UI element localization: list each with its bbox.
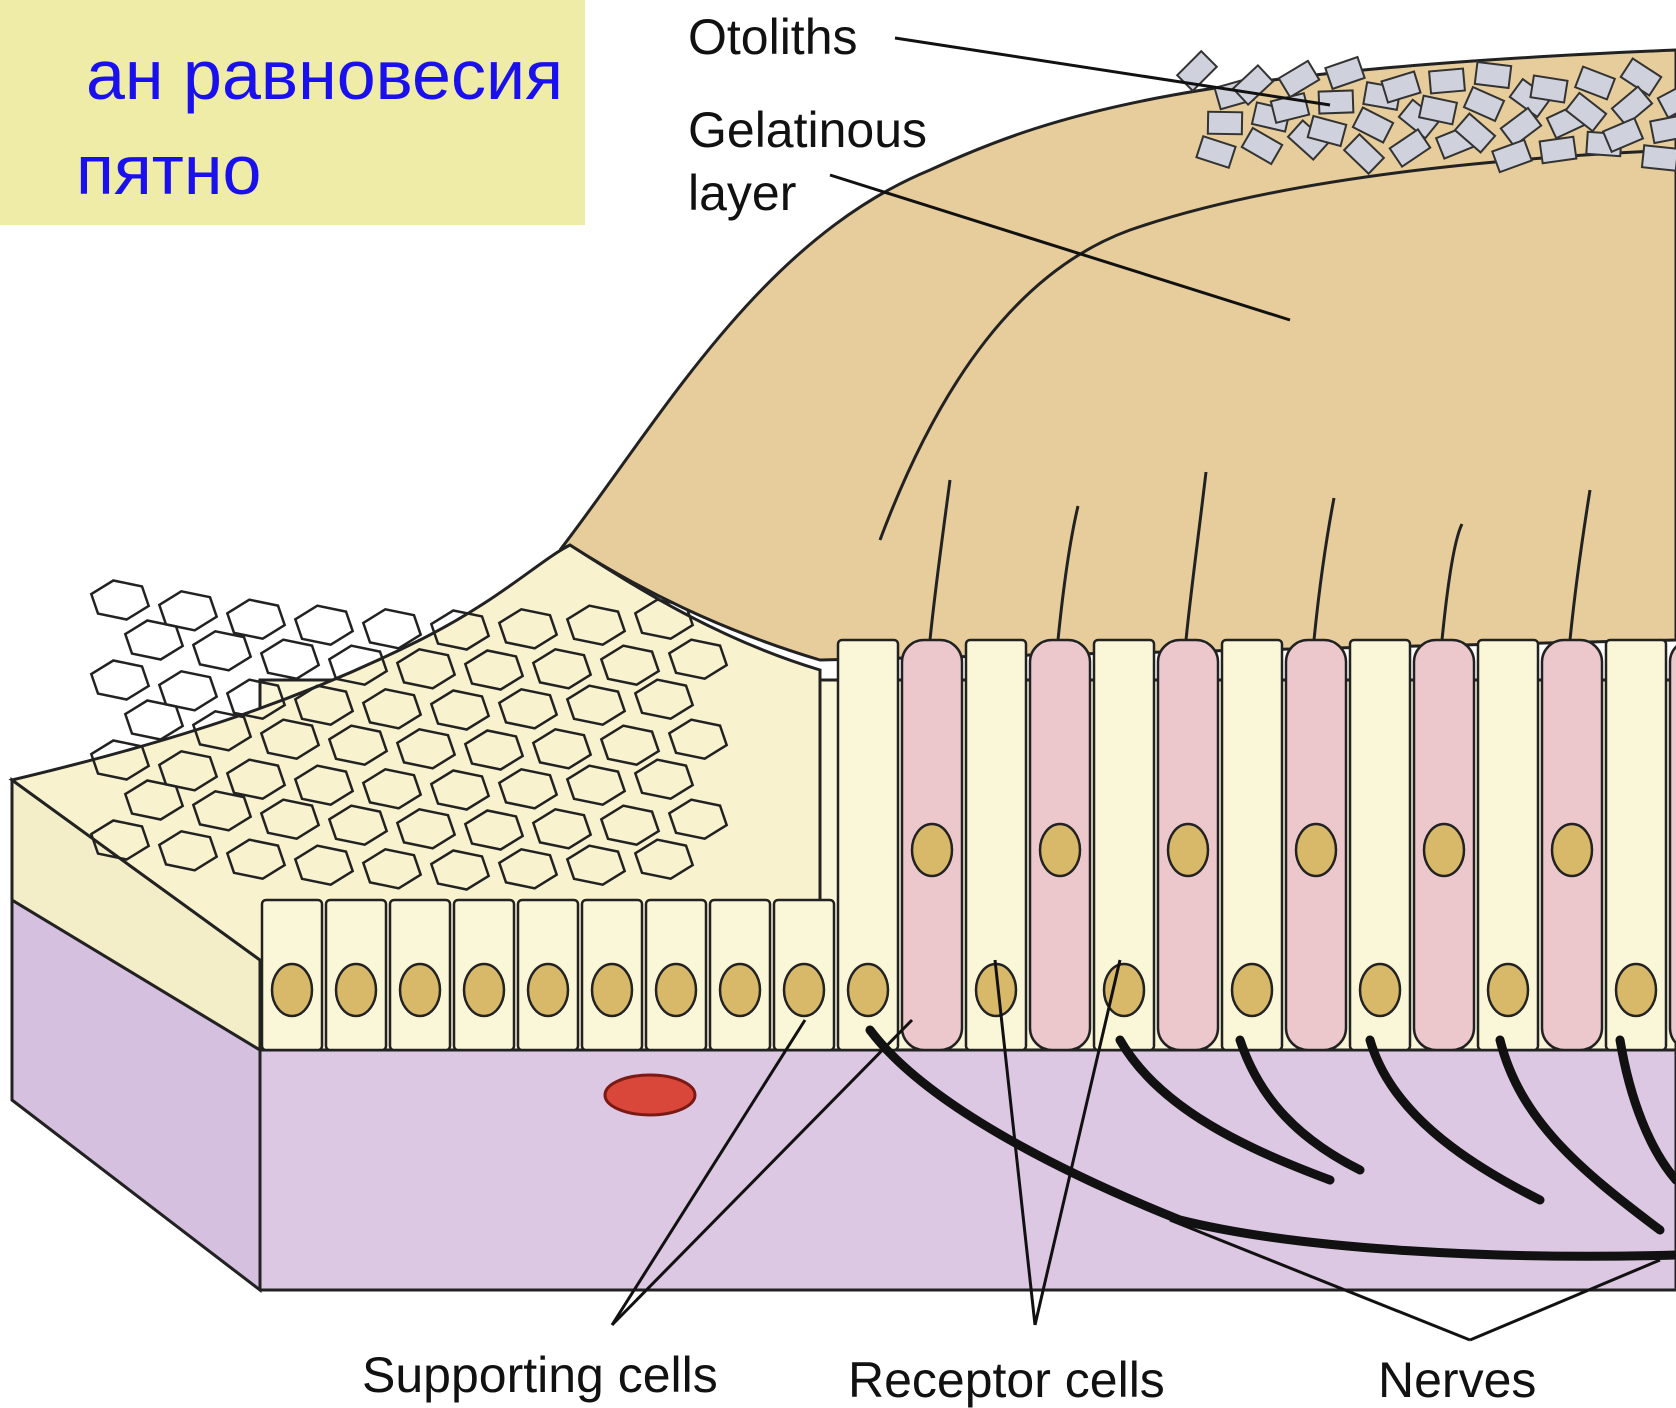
cell-nucleus: [1616, 964, 1656, 1016]
otolith-crystal: [1319, 90, 1354, 113]
surface-cell: [261, 640, 318, 679]
otolith-crystal: [1475, 62, 1511, 88]
cell-nucleus: [464, 964, 504, 1016]
cell-nucleus: [656, 964, 696, 1016]
cell-nucleus: [592, 964, 632, 1016]
cell-nucleus: [400, 964, 440, 1016]
surface-cell: [159, 591, 216, 630]
cell-nucleus: [1296, 824, 1336, 876]
cell-nucleus: [912, 824, 952, 876]
cell-nucleus: [720, 964, 760, 1016]
cell-nucleus: [1424, 824, 1464, 876]
cell-nucleus: [1168, 824, 1208, 876]
label-nerves: Nerves: [1378, 1355, 1536, 1405]
cell-nucleus: [1360, 964, 1400, 1016]
label-receptor-cells: Receptor cells: [848, 1355, 1165, 1405]
label-gelatinous-2: layer: [688, 168, 796, 218]
blood-vessel: [605, 1075, 695, 1115]
label-otoliths: Otoliths: [688, 12, 858, 62]
cell-nucleus: [1488, 964, 1528, 1016]
label-supporting-cells: Supporting cells: [362, 1350, 718, 1400]
surface-cell: [91, 581, 148, 620]
cell-nucleus: [1232, 964, 1272, 1016]
otolith-crystal: [1429, 69, 1465, 94]
surface-cell: [91, 661, 148, 700]
receptor-cell: [1670, 640, 1676, 1050]
cell-nucleus: [272, 964, 312, 1016]
cell-nucleus: [784, 964, 824, 1016]
cell-nucleus: [336, 964, 376, 1016]
otolith-crystal: [1540, 137, 1577, 164]
surface-cell: [295, 606, 352, 645]
cell-nucleus: [528, 964, 568, 1016]
otolith-crystal: [1642, 145, 1676, 170]
surface-cell: [159, 671, 216, 710]
cell-nucleus: [1040, 824, 1080, 876]
cell-nucleus: [848, 964, 888, 1016]
label-gelatinous-1: Gelatinous: [688, 105, 927, 155]
cell-nucleus: [1552, 824, 1592, 876]
otolith-crystal: [1208, 112, 1242, 135]
surface-cell: [227, 600, 284, 639]
surface-cell: [193, 631, 250, 670]
otolith-crystal: [1530, 75, 1567, 102]
